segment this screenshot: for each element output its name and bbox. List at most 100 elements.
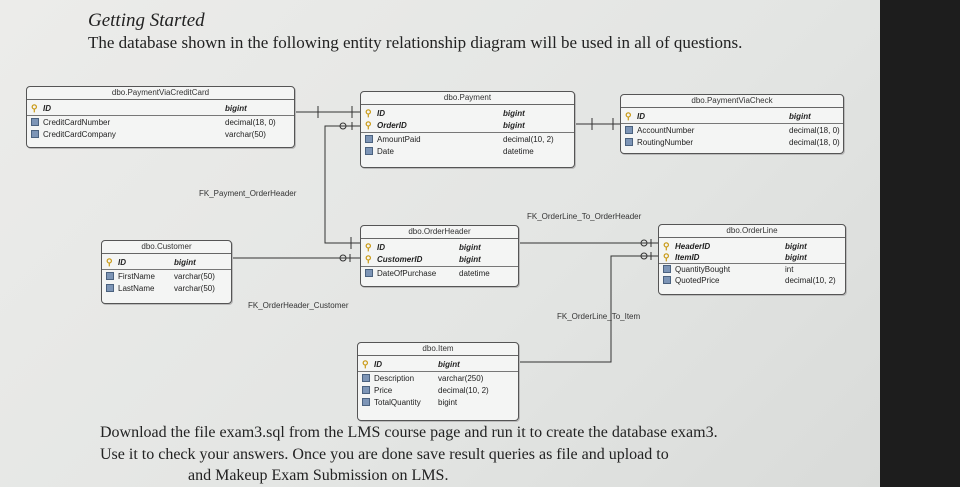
column-row: FirstName varchar(50) [102,271,231,282]
column-row: ⚲ ID bigint [27,103,294,114]
key-separator [102,269,231,270]
instruction-line-2: Use it to check your answers. Once you a… [100,446,669,463]
column-type: bigint [503,121,525,130]
column-row: Description varchar(250) [358,373,518,384]
column-icon [365,147,373,155]
fk-label-payment-orderheader: FK_Payment_OrderHeader [199,189,297,198]
column-name: ItemID [675,253,700,262]
foreign-key-icon: ⚲ [365,120,372,130]
column-name: AmountPaid [377,135,421,144]
column-name: DateOfPurchase [377,269,437,278]
column-row: ⚲ ID bigint [621,111,843,122]
column-row: AmountPaid decimal(10, 2) [361,134,574,145]
column-row: ⚲ ID bigint [361,108,574,119]
column-name: Date [377,147,394,156]
column-row: ⚲ ItemID bigint [659,252,845,263]
column-type: varchar(50) [174,284,215,293]
table-payment-via-check[interactable]: dbo.PaymentViaCheck ⚲ ID bigint AccountN… [620,94,844,154]
column-type: bigint [174,258,196,267]
column-type: bigint [785,242,807,251]
column-row: Date datetime [361,146,574,157]
column-row: QuantityBought int [659,264,845,275]
column-name: Price [374,386,393,395]
column-name: ID [118,258,126,267]
column-icon [663,276,671,284]
column-row: ⚲ HeaderID bigint [659,241,845,252]
table-item[interactable]: dbo.Item ⚲ ID bigint Description varchar… [357,342,519,421]
column-type: varchar(250) [438,374,484,383]
intro-text: The database shown in the following enti… [88,33,743,52]
column-icon [106,284,114,292]
primary-key-icon: ⚲ [663,241,670,251]
column-icon [31,118,39,126]
table-order-header[interactable]: dbo.OrderHeader ⚲ ID bigint ⚲ CustomerID… [360,225,519,287]
column-row: ⚲ ID bigint [358,359,518,370]
column-name: LastName [118,284,155,293]
primary-key-icon: ⚲ [365,242,372,252]
primary-key-icon: ⚲ [625,111,632,121]
column-type: varchar(50) [225,130,266,139]
key-separator [621,123,843,124]
column-row: LastName varchar(50) [102,283,231,294]
column-name: ID [374,360,382,369]
table-title: dbo.PaymentViaCheck [621,95,843,108]
column-name: TotalQuantity [374,398,421,407]
column-name: QuotedPrice [675,276,720,285]
primary-key-icon: ⚲ [365,108,372,118]
column-type: decimal(18, 0) [789,138,840,147]
column-icon [31,130,39,138]
column-row: CreditCardCompany varchar(50) [27,129,294,140]
column-row: ⚲ OrderID bigint [361,120,574,131]
table-title: dbo.Payment [361,92,574,105]
table-order-line[interactable]: dbo.OrderLine ⚲ HeaderID bigint ⚲ ItemID… [658,224,846,295]
column-type: bigint [789,112,811,121]
column-name: OrderID [377,121,407,130]
key-separator [361,266,518,267]
column-name: RoutingNumber [637,138,694,147]
primary-key-icon: ⚲ [663,252,670,262]
link-payment-orderheader [324,125,360,244]
primary-key-icon: ⚲ [362,359,369,369]
column-icon [625,138,633,146]
column-row: CreditCardNumber decimal(18, 0) [27,117,294,128]
column-type: datetime [459,269,490,278]
column-icon [362,374,370,382]
column-row: AccountNumber decimal(18, 0) [621,125,843,136]
column-type: bigint [503,109,525,118]
table-title: dbo.Item [358,343,518,356]
column-type: decimal(10, 2) [438,386,489,395]
column-type: bigint [459,243,481,252]
column-type: bigint [225,104,247,113]
fk-label-orderline-item: FK_OrderLine_To_Item [557,312,641,321]
column-name: CreditCardCompany [43,130,116,139]
column-type: datetime [503,147,534,156]
instruction-line-1: Download the file exam3.sql from the LMS… [100,424,718,441]
table-payment-via-credit-card[interactable]: dbo.PaymentViaCreditCard ⚲ ID bigint Cre… [26,86,295,148]
table-title: dbo.OrderLine [659,225,845,238]
column-type: decimal(18, 0) [225,118,276,127]
key-separator [361,132,574,133]
key-separator [27,115,294,116]
table-customer[interactable]: dbo.Customer ⚲ ID bigint FirstName varch… [101,240,232,304]
primary-key-icon: ⚲ [31,103,38,113]
section-heading: Getting Started [88,10,205,31]
column-name: Description [374,374,415,383]
background-edge [880,0,960,487]
column-type: decimal(10, 2) [785,276,836,285]
table-title: dbo.OrderHeader [361,226,518,239]
column-name: FirstName [118,272,155,281]
fk-label-orderline-orderheader: FK_OrderLine_To_OrderHeader [527,212,642,221]
column-icon [663,265,671,273]
column-name: ID [377,109,385,118]
table-payment[interactable]: dbo.Payment ⚲ ID bigint ⚲ OrderID bigint… [360,91,575,168]
column-type: bigint [785,253,807,262]
column-row: DateOfPurchase datetime [361,268,518,279]
instruction-line-3: and Makeup Exam Submission on LMS. [188,467,449,484]
column-icon [625,126,633,134]
column-icon [365,135,373,143]
key-separator [358,371,518,372]
column-type: bigint [438,360,460,369]
column-name: ID [43,104,51,113]
column-row: ⚲ ID bigint [102,257,231,268]
column-type: decimal(18, 0) [789,126,840,135]
